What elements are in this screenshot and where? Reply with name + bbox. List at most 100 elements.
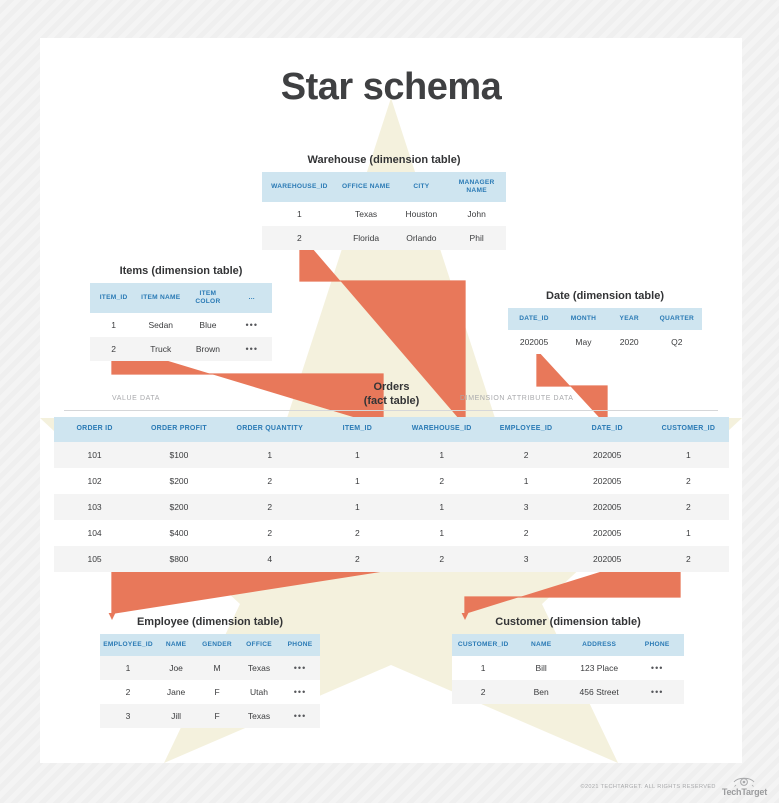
column-header: EMPLOYEE_ID <box>100 634 157 657</box>
column-header: NAME <box>156 634 197 657</box>
table-caption-items: Items (dimension table) <box>119 265 243 277</box>
cell: Joe <box>156 656 197 681</box>
items-grid: ITEM_ID ITEM NAME ITEM COLOR ... 1 Sedan… <box>90 283 272 362</box>
date-grid: DATE_ID MONTH YEAR QUARTER 202005 May 20… <box>508 308 702 355</box>
table-row: 105 $800 4 2 2 3 202005 2 <box>54 545 729 572</box>
group-underline-dimension-attribute-data <box>378 410 718 411</box>
cell: 2 <box>397 545 486 572</box>
column-header: WAREHOUSE_ID <box>262 172 337 203</box>
column-header: CUSTOMER_ID <box>647 417 729 442</box>
customer-grid: CUSTOMER_ID NAME ADDRESS PHONE 1 Bill 12… <box>452 634 684 705</box>
cell: 1 <box>452 656 515 681</box>
column-header: CITY <box>395 172 448 203</box>
cell: 1 <box>316 467 398 494</box>
diagram-card: Star schema Warehouse (dimension table) … <box>40 38 742 763</box>
footer: ©2021 TECHTARGET. ALL RIGHTS RESERVED Te… <box>581 776 767 797</box>
cell: 2 <box>222 467 317 494</box>
cell-ellipsis: ••• <box>630 680 684 705</box>
page-title: Star schema <box>280 66 502 108</box>
group-label-value-data: VALUE DATA <box>112 395 161 402</box>
table-caption-warehouse: Warehouse (dimension table) <box>307 154 461 166</box>
cell: 2 <box>90 337 138 362</box>
cell: 2020 <box>606 330 652 355</box>
cell: John <box>447 202 506 227</box>
cell: 1 <box>262 202 337 227</box>
cell: 1 <box>647 519 729 546</box>
cell: 456 Street <box>567 680 631 705</box>
cell: 2 <box>452 680 515 705</box>
column-header: WAREHOUSE_ID <box>397 417 486 442</box>
cell: Texas <box>336 202 396 227</box>
cell: 2 <box>397 467 486 494</box>
table-warehouse: Warehouse (dimension table) WAREHOUSE_ID… <box>262 154 506 251</box>
cell: Bill <box>514 656 568 681</box>
column-header: OFFICE NAME <box>336 172 396 203</box>
cell: Q2 <box>651 330 702 355</box>
table-caption-date: Date (dimension table) <box>546 290 664 302</box>
cell: 103 <box>54 493 136 520</box>
column-header: MANAGER NAME <box>447 172 506 203</box>
table-header-row: DATE_ID MONTH YEAR QUARTER <box>508 308 702 331</box>
cell: 1 <box>100 656 157 681</box>
cell: Orlando <box>395 226 448 251</box>
cell: $200 <box>135 467 223 494</box>
table-row: 2 Ben 456 Street ••• <box>452 680 684 705</box>
cell: Jane <box>156 680 197 705</box>
table-row: 1 Sedan Blue ••• <box>90 313 272 338</box>
table-orders-fact: Orders (fact table) ORDER ID ORDER PROFI… <box>54 381 729 572</box>
column-header: ITEM_ID <box>316 417 398 442</box>
cell: Phil <box>447 226 506 251</box>
column-header: ORDER PROFIT <box>135 417 223 442</box>
cell: 1 <box>222 441 317 468</box>
table-header-row: EMPLOYEE_ID NAME GENDER OFFICE PHONE <box>100 634 320 657</box>
cell: 1 <box>316 493 398 520</box>
table-caption-orders: Orders (fact table) <box>364 381 420 409</box>
table-employee: Employee (dimension table) EMPLOYEE_ID N… <box>100 616 320 729</box>
cell: $400 <box>135 519 223 546</box>
cell: 2 <box>647 493 729 520</box>
cell: 2 <box>485 441 567 468</box>
cell-ellipsis: ••• <box>231 313 272 338</box>
column-header: EMPLOYEE_ID <box>485 417 567 442</box>
cell: 2 <box>222 519 317 546</box>
cell: 202005 <box>566 493 648 520</box>
cell: 2 <box>262 226 337 251</box>
cell: 4 <box>222 545 317 572</box>
table-row: 2 Florida Orlando Phil <box>262 226 506 251</box>
cell: 3 <box>485 493 567 520</box>
table-header-row: WAREHOUSE_ID OFFICE NAME CITY MANAGER NA… <box>262 172 506 203</box>
cell: $800 <box>135 545 223 572</box>
table-row: 1 Bill 123 Place ••• <box>452 656 684 681</box>
cell: F <box>196 680 239 705</box>
column-header: DATE_ID <box>566 417 648 442</box>
cell: 123 Place <box>567 656 631 681</box>
cell-ellipsis: ••• <box>280 656 320 681</box>
cell: Texas <box>238 656 281 681</box>
table-row: 104 $400 2 2 1 2 202005 1 <box>54 519 729 546</box>
column-header: DATE_ID <box>508 308 561 331</box>
cell: 1 <box>647 441 729 468</box>
column-header: CUSTOMER_ID <box>452 634 515 657</box>
cell: Blue <box>184 313 232 338</box>
table-header-row: ITEM_ID ITEM NAME ITEM COLOR ... <box>90 283 272 314</box>
cell: 202005 <box>508 330 561 355</box>
cell: 3 <box>485 545 567 572</box>
table-row: 102 $200 2 1 2 1 202005 2 <box>54 467 729 494</box>
cell: Brown <box>184 337 232 362</box>
cell: Ben <box>514 680 568 705</box>
cell: 1 <box>397 441 486 468</box>
cell: Jill <box>156 704 197 729</box>
cell: 2 <box>647 545 729 572</box>
employee-grid: EMPLOYEE_ID NAME GENDER OFFICE PHONE 1 J… <box>100 634 320 729</box>
cell: 202005 <box>566 467 648 494</box>
cell: 1 <box>90 313 138 338</box>
column-header: ITEM NAME <box>137 283 185 314</box>
cell: 2 <box>316 519 398 546</box>
cell: 101 <box>54 441 136 468</box>
cell: 2 <box>647 467 729 494</box>
cell: Sedan <box>137 313 185 338</box>
column-header: YEAR <box>606 308 652 331</box>
cell: 104 <box>54 519 136 546</box>
table-date: Date (dimension table) DATE_ID MONTH YEA… <box>508 290 702 355</box>
table-row: 3 Jill F Texas ••• <box>100 704 320 729</box>
